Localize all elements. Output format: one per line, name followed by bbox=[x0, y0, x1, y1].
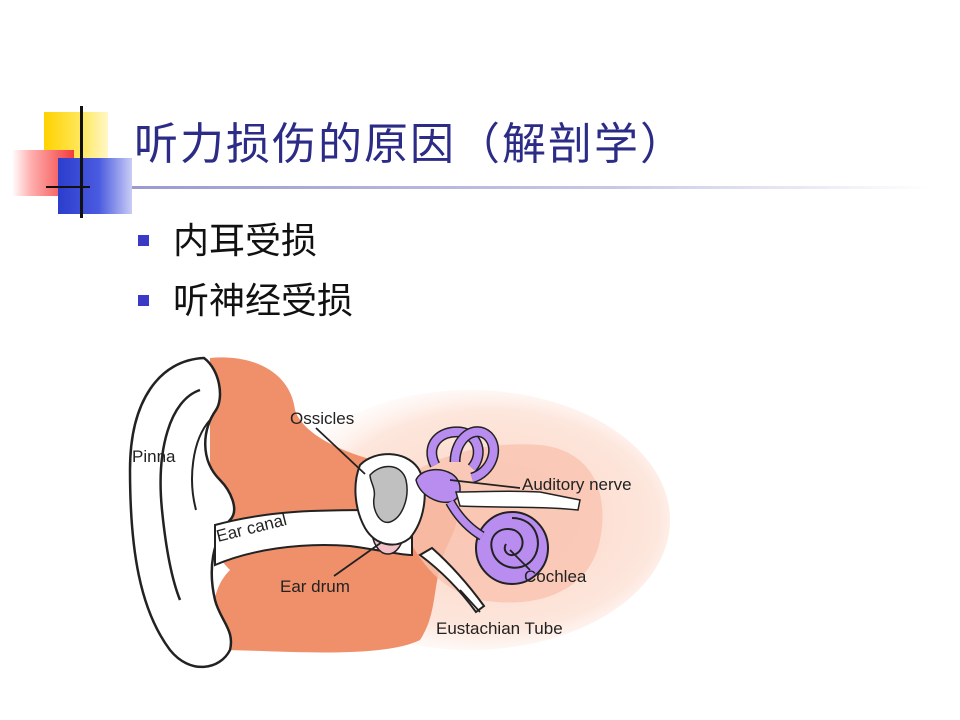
label-eustachian-tube: Eustachian Tube bbox=[436, 619, 563, 638]
cochlea-shape bbox=[475, 511, 549, 585]
auditory-nerve-shape bbox=[455, 490, 581, 511]
pinna-inner-fold-2 bbox=[191, 419, 211, 511]
cochlea-pointer bbox=[509, 549, 531, 571]
label-auditory-nerve: Auditory nerve bbox=[522, 475, 632, 494]
bullet-square-icon bbox=[138, 294, 149, 306]
bullet-square-icon bbox=[138, 234, 149, 246]
label-pinna: Pinna bbox=[132, 447, 176, 466]
bullet-text: 听神经受损 bbox=[173, 281, 354, 322]
auditory-nerve-pointer bbox=[449, 479, 521, 489]
bullet-list: 内耳受损 听神经受损 bbox=[138, 220, 353, 340]
eustachian-pointer bbox=[459, 589, 481, 613]
ossicles-pointer bbox=[315, 427, 366, 475]
bullet-item: 听神经受损 bbox=[138, 280, 353, 340]
ear-drum-pointer bbox=[333, 541, 383, 577]
pinna-inner-fold bbox=[159, 388, 201, 601]
pinna-shape bbox=[128, 356, 236, 669]
label-cochlea: Cochlea bbox=[524, 567, 587, 586]
deco-vertical-line bbox=[80, 106, 83, 218]
title-underline bbox=[132, 186, 932, 189]
deco-horizontal-line bbox=[46, 186, 90, 188]
label-ear-drum: Ear drum bbox=[280, 577, 350, 596]
bullet-text: 内耳受损 bbox=[173, 221, 318, 262]
ear-anatomy-diagram: Pinna Ossicles Auditory nerve Ear canal … bbox=[128, 356, 670, 669]
bullet-item: 内耳受损 bbox=[138, 220, 353, 280]
label-ossicles: Ossicles bbox=[290, 409, 354, 428]
eustachian-tube bbox=[418, 546, 486, 614]
slide-title: 听力损伤的原因（解剖学） bbox=[134, 119, 686, 170]
skull-tissue bbox=[208, 357, 458, 653]
ossicles-shape bbox=[369, 465, 408, 524]
inner-ear bbox=[415, 426, 549, 585]
